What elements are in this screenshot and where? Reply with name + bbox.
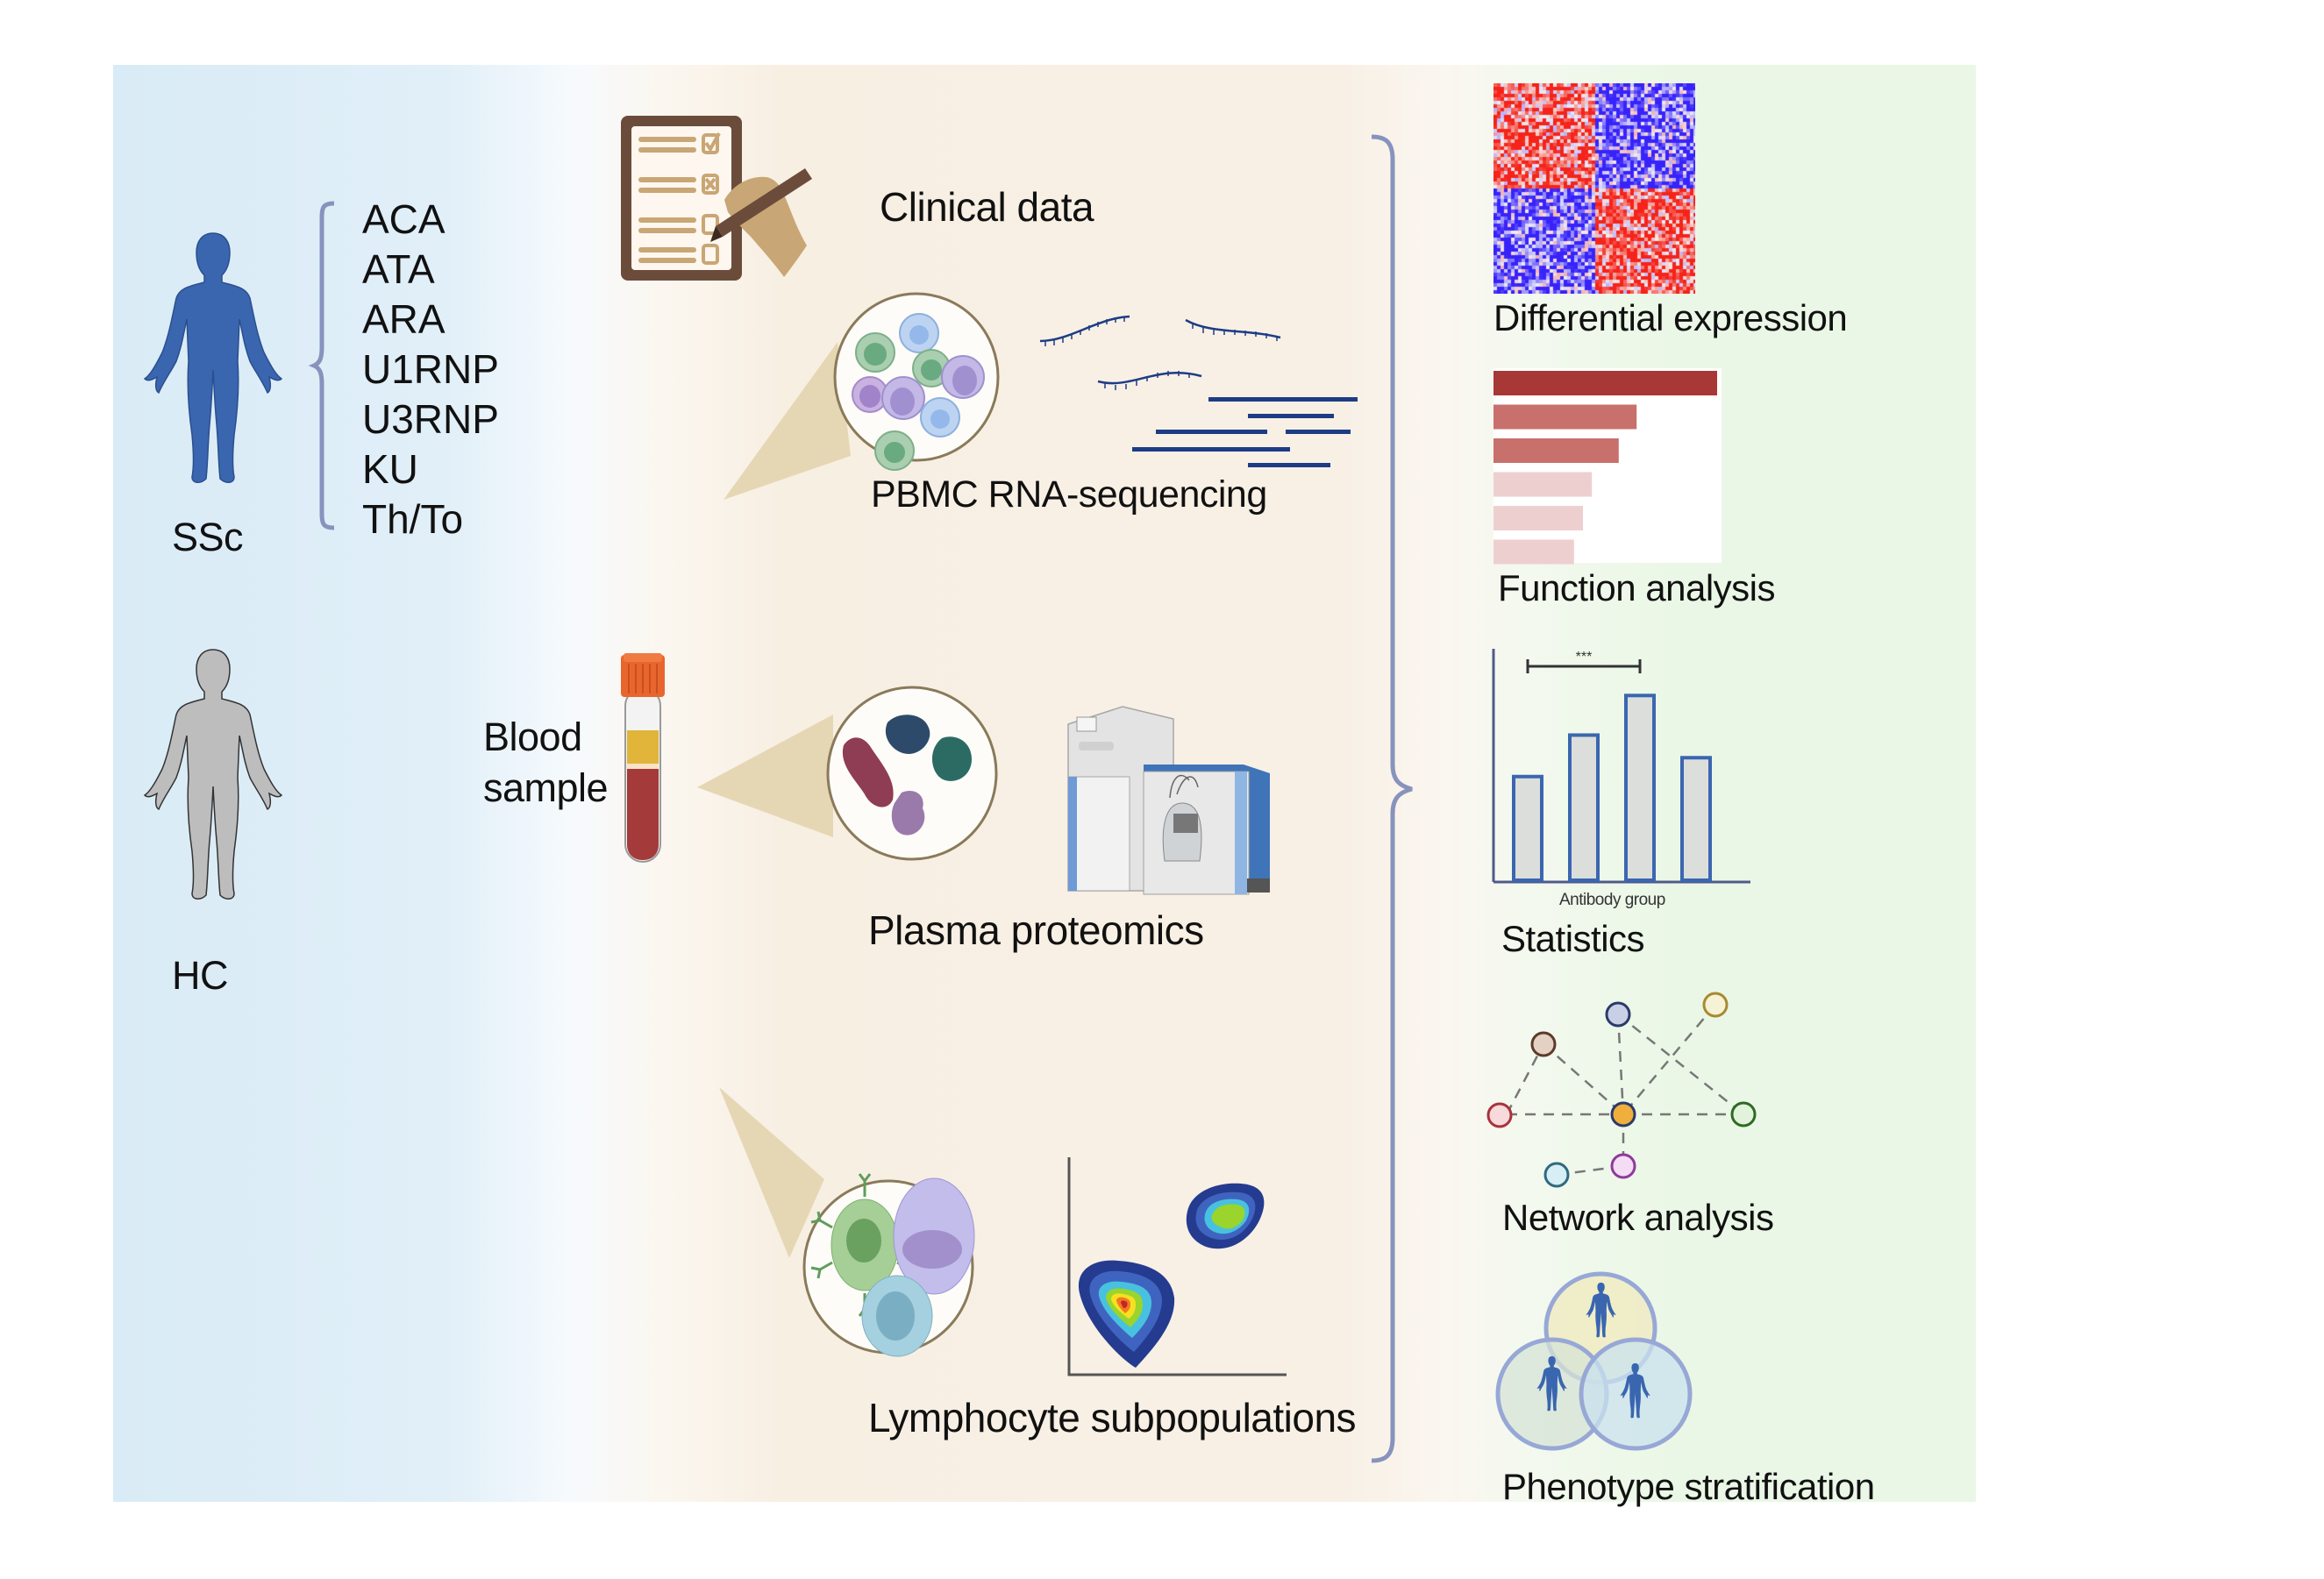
ssc-human-figure-icon <box>143 232 283 483</box>
lymphocyte-subpopulations-label: Lymphocyte subpopulations <box>868 1395 1357 1440</box>
plasma-proteins-icon <box>697 686 998 861</box>
statistics-label: Statistics <box>1501 918 1645 959</box>
function-analysis-bar-chart <box>1493 368 1722 565</box>
small-brace-icon <box>308 201 335 530</box>
blood-tube-icon <box>621 653 665 863</box>
flow-cytometry-plot-icon <box>1067 1157 1287 1376</box>
ssc-label: SSc <box>172 515 244 559</box>
antibody-item: KU <box>362 446 418 492</box>
antibody-item: ATA <box>362 246 435 292</box>
plasma-proteomics-label: Plasma proteomics <box>868 907 1204 953</box>
network-icon <box>1486 992 1757 1188</box>
antibody-item: Th/To <box>362 496 464 542</box>
function-analysis-bar <box>1493 404 1637 430</box>
clinical-data-label: Clinical data <box>880 184 1094 230</box>
function-analysis-bar <box>1493 506 1583 530</box>
venn-people-icon <box>1495 1271 1693 1451</box>
blood-sample-label-line1: Blood <box>483 715 582 759</box>
blood-sample-label-line2: sample <box>483 765 609 810</box>
figure-panel <box>113 65 1976 1502</box>
clipboard-checklist-icon <box>621 116 812 281</box>
function-analysis-bar <box>1493 438 1619 463</box>
function-analysis-bar <box>1493 472 1593 497</box>
significance-bracket <box>1526 659 1642 673</box>
antibody-item: ARA <box>362 296 446 342</box>
statistics-bar <box>1568 733 1600 882</box>
hc-human-figure-icon <box>143 649 283 900</box>
statistics-bar <box>1680 756 1712 882</box>
statistics-bar-chart: *** <box>1492 649 1750 884</box>
pbmc-cells-icon <box>724 292 1000 500</box>
significance-stars: *** <box>1576 650 1593 665</box>
statistics-bar <box>1512 774 1543 882</box>
lymphocyte-cells-icon <box>719 1087 975 1357</box>
antibody-item: ACA <box>362 196 446 242</box>
large-brace-icon <box>1371 134 1413 1463</box>
phenotype-stratification-label: Phenotype stratification <box>1502 1466 1875 1507</box>
heatmap-icon <box>1493 83 1695 294</box>
mass-spectrometer-icon <box>1067 706 1270 895</box>
differential-expression-label: Differential expression <box>1493 297 1848 338</box>
rna-sequencing-reads-icon <box>1039 315 1358 467</box>
antibody-item: U3RNP <box>362 396 499 442</box>
function-analysis-background <box>1493 368 1722 563</box>
statistics-bar <box>1624 693 1656 882</box>
network-analysis-label: Network analysis <box>1502 1197 1774 1238</box>
statistics-xlabel: Antibody group <box>1559 891 1665 909</box>
pbmc-rna-seq-label: PBMC RNA-sequencing <box>871 473 1267 516</box>
function-analysis-label: Function analysis <box>1498 567 1776 608</box>
function-analysis-bar <box>1493 539 1574 565</box>
antibody-item: U1RNP <box>362 346 499 392</box>
function-analysis-bar <box>1493 371 1717 395</box>
antibody-list: ACA ATA ARA U1RNP U3RNP KU Th/To <box>362 195 499 544</box>
hc-label: HC <box>172 953 229 998</box>
